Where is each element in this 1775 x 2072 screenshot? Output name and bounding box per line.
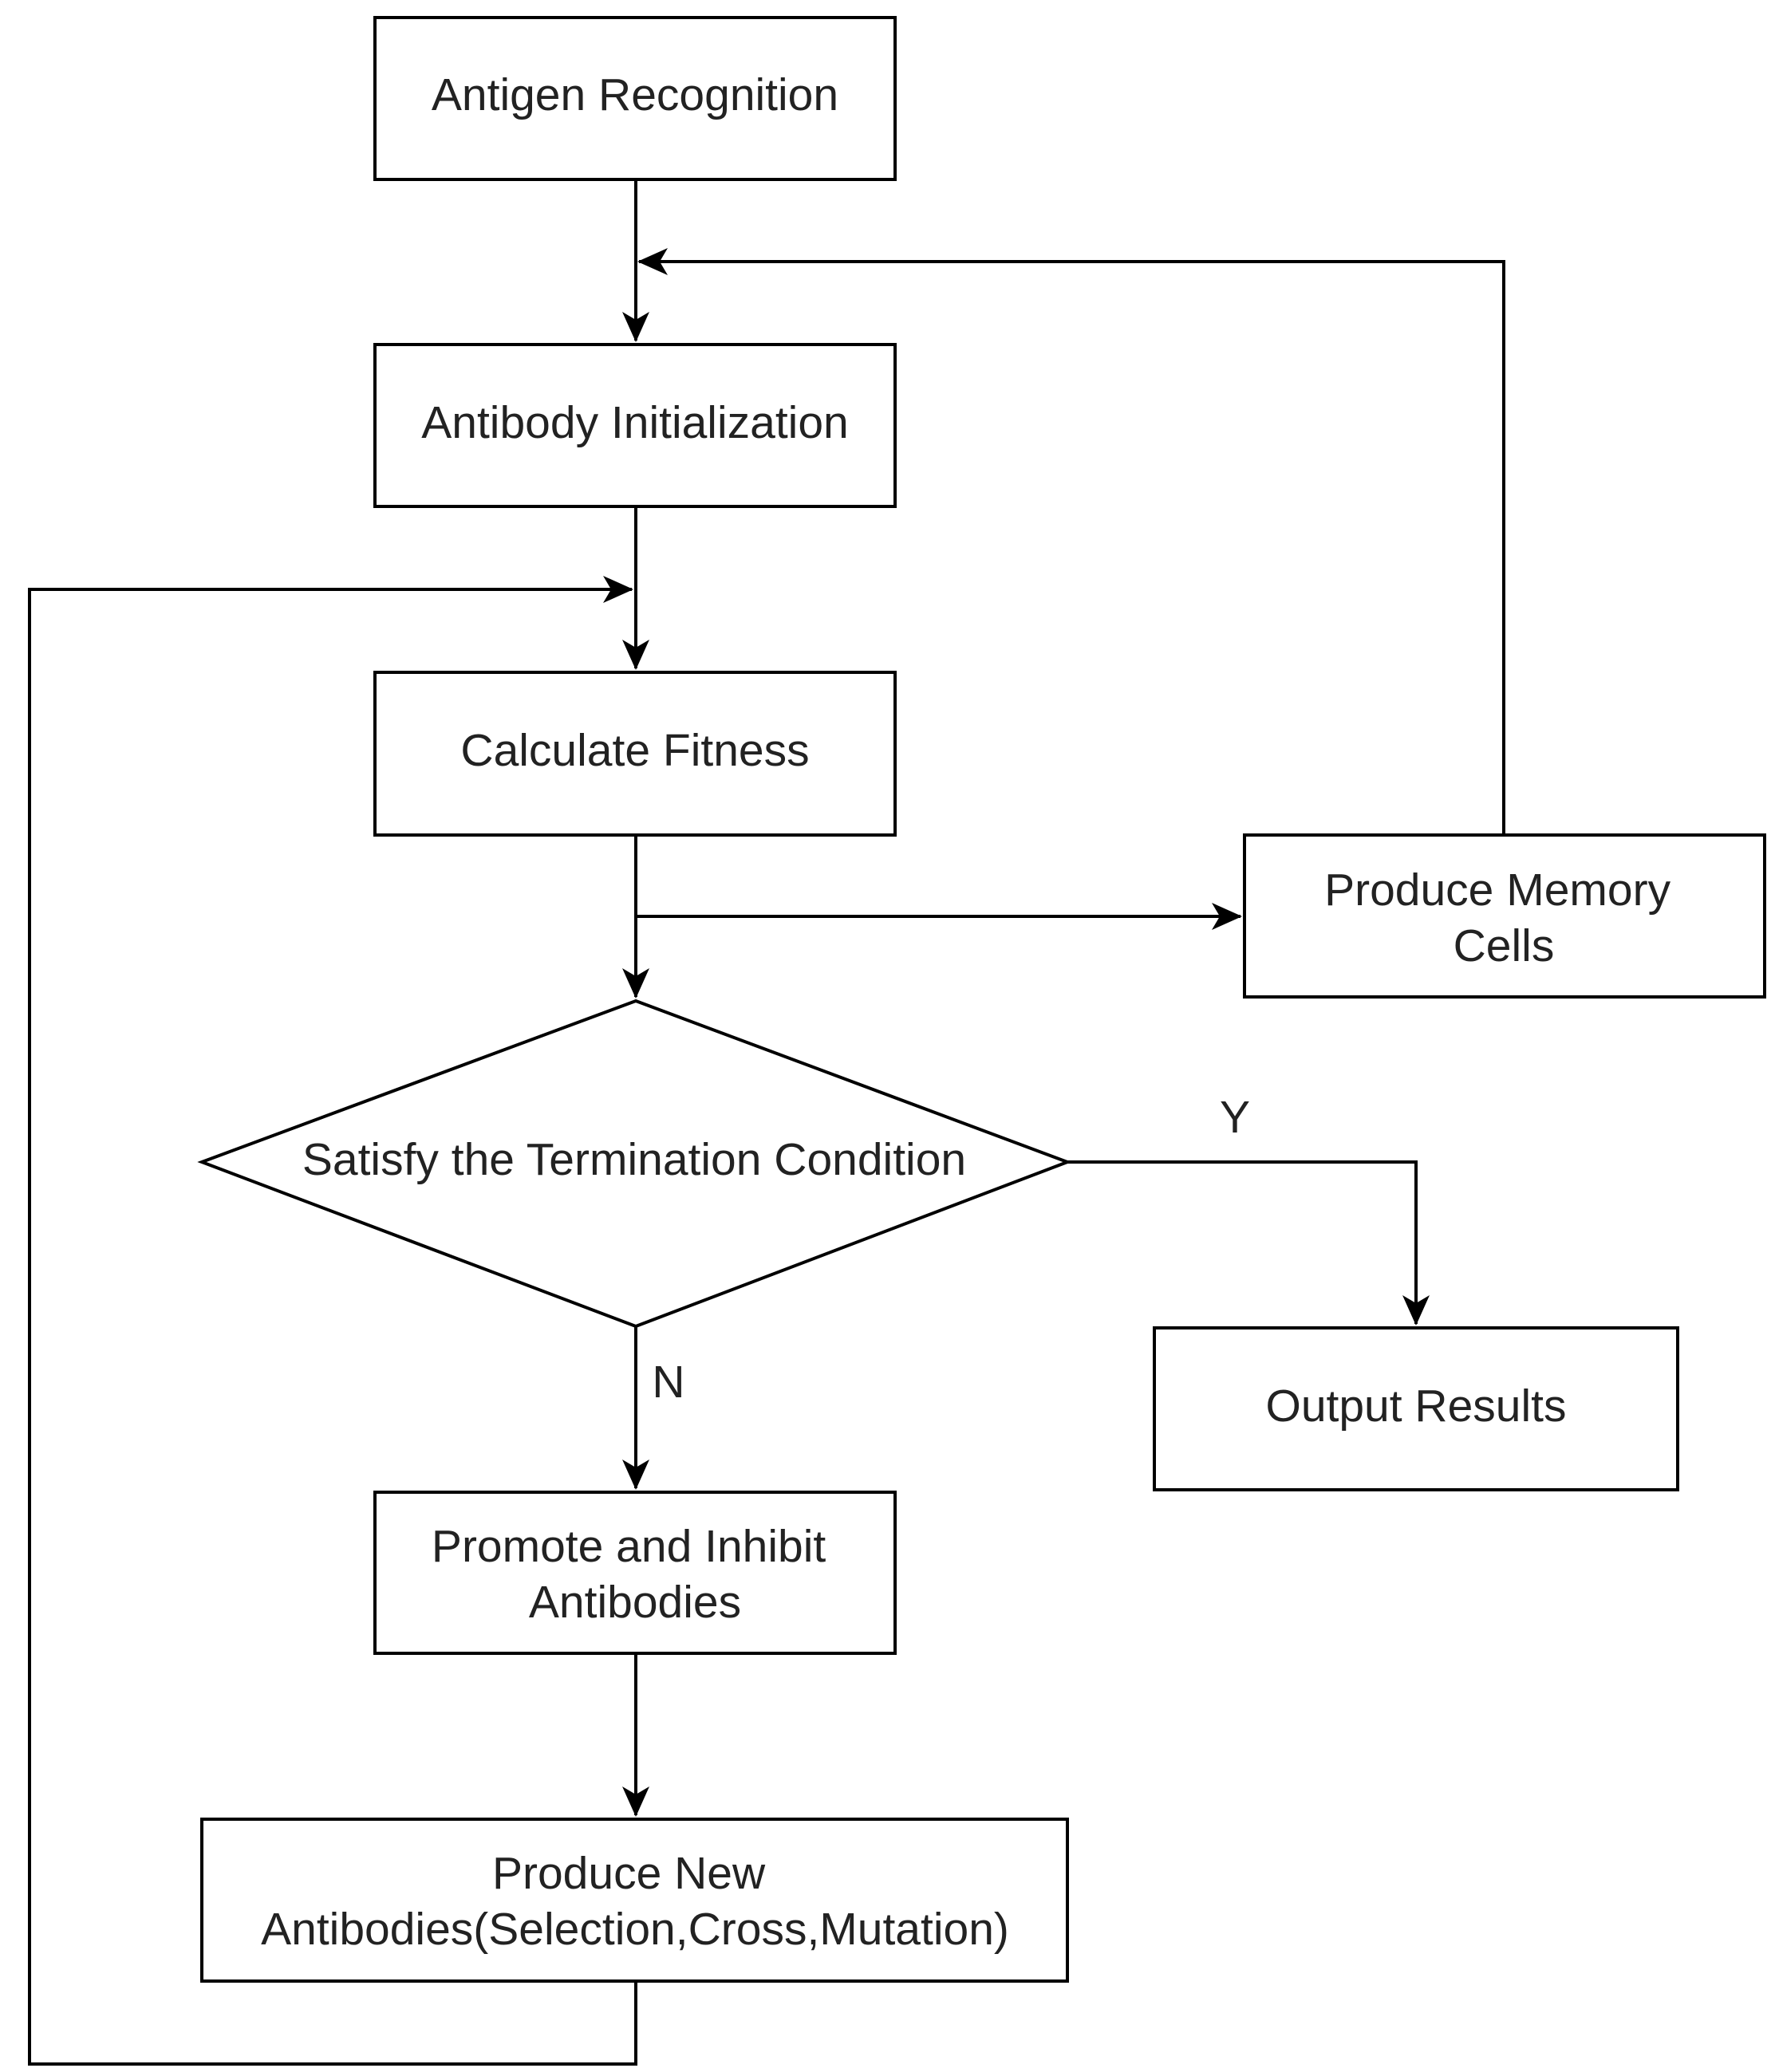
node-label-line-2: Antibodies — [529, 1577, 741, 1628]
svg-text:Produce New Antibodies(S: Produce New Antibodies(Selection,Cross,M… — [261, 1848, 1009, 1955]
node-label: Satisfy the Termination Condition — [302, 1134, 966, 1185]
node-label-line-1: Produce New — [492, 1848, 766, 1899]
node-label: Output Results — [1265, 1381, 1566, 1432]
svg-text:Produce Memory Cells: Produce Memory Cells — [1324, 865, 1683, 971]
edge-label-no: N — [652, 1357, 684, 1408]
node-calculate-fitness: Calculate Fitness — [373, 671, 897, 837]
node-output-results: Output Results — [1153, 1326, 1679, 1491]
node-label-line-2: Cells — [1454, 920, 1555, 971]
svg-text:Satisfy the Termination Condit: Satisfy the Termination Condition — [302, 1134, 966, 1185]
node-label-line-1: Promote and Inhibit — [432, 1521, 826, 1572]
edge-decision-yes — [1067, 1160, 1430, 1326]
edge-loop-back — [28, 576, 637, 2066]
node-produce-memory-cells: Produce Memory Cells — [1243, 833, 1766, 999]
edge-memory-feedback — [637, 248, 1505, 835]
node-produce-new-antibodies: Produce New Antibodies(Selection,Cross,M… — [200, 1818, 1069, 1983]
svg-text:Output Results: Output Results — [1265, 1381, 1566, 1432]
svg-text:Antigen Recognition: Antigen Recognition — [432, 69, 838, 120]
node-antigen-recognition: Antigen Recognition — [373, 16, 897, 181]
svg-text:Antibody Initialization: Antibody Initialization — [421, 397, 849, 448]
node-label: Calculate Fitness — [460, 725, 809, 776]
node-promote-inhibit: Promote and Inhibit Antibodies — [373, 1491, 897, 1655]
node-label-line-2: Antibodies(Selection,Cross,Mutation) — [261, 1904, 1009, 1955]
node-label: Antigen Recognition — [432, 69, 838, 120]
svg-text:Calculate Fitness: Calculate Fitness — [460, 725, 809, 776]
node-label: Antibody Initialization — [421, 397, 849, 448]
edge-label-yes: Y — [1220, 1092, 1250, 1143]
svg-text:Promote and Inhibit Anti: Promote and Inhibit Antibodies — [432, 1521, 838, 1628]
node-termination-decision: Satisfy the Termination Condition — [197, 999, 1072, 1329]
node-antibody-initialization: Antibody Initialization — [373, 343, 897, 508]
node-label-line-1: Produce Memory — [1324, 865, 1670, 916]
